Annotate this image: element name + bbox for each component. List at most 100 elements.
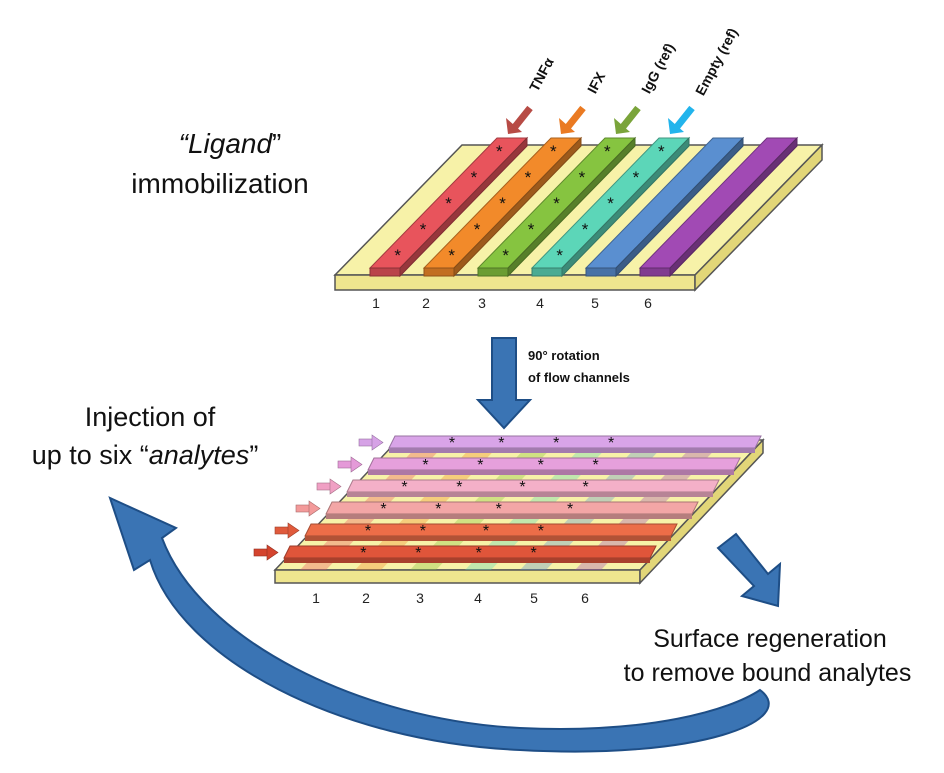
bottom-channel-front-1 <box>284 558 650 563</box>
regeneration-title-line2: to remove bound analytes <box>623 659 912 687</box>
top-marker-4-1: * <box>556 246 563 265</box>
analyte-inlet-arrow-3 <box>295 500 321 517</box>
top-marker-1-5: * <box>496 142 503 161</box>
to-regeneration-arrow <box>716 532 782 608</box>
bottom-chip-side-edge <box>639 438 764 585</box>
bottom-marker-3-1: * <box>380 501 386 518</box>
bottom-marker-4-1: * <box>401 479 407 496</box>
bottom-marker-1-1: * <box>360 545 366 562</box>
top-marker-4-4: * <box>633 168 640 187</box>
top-channel-side-4 <box>561 136 690 278</box>
bottom-marker-4-3: * <box>519 479 525 496</box>
bottom-marker-2-2: * <box>420 523 426 540</box>
rotation-down-arrow <box>475 337 533 430</box>
top-channel-front-1 <box>369 267 401 277</box>
bottom-marker-5-1: * <box>422 457 428 474</box>
bottom-channel-number-5: 5 <box>530 590 538 606</box>
bottom-channel-number-1: 1 <box>312 590 320 606</box>
top-channel-front-3 <box>477 267 509 277</box>
injection-title-line2: up to six “analytes” <box>31 440 259 470</box>
top-marker-3-3: * <box>553 194 560 213</box>
bottom-marker-4-4: * <box>583 479 589 496</box>
top-channel-number-2: 2 <box>422 295 430 311</box>
top-marker-2-4: * <box>525 168 532 187</box>
ligand-arrow-empty <box>668 105 695 134</box>
top-channel-side-1 <box>399 136 528 278</box>
regeneration-title-line1: Surface regeneration <box>653 625 887 653</box>
top-marker-4-3: * <box>607 194 614 213</box>
top-marker-2-1: * <box>448 246 455 265</box>
bottom-channel-number-4: 4 <box>474 590 482 606</box>
top-marker-3-5: * <box>604 142 611 161</box>
top-channel-front-5 <box>585 267 617 277</box>
regeneration-cycle-arrow <box>108 496 770 753</box>
top-marker-1-2: * <box>420 220 427 239</box>
bottom-channel-number-2: 2 <box>362 590 370 606</box>
top-chip: ******************** <box>333 105 824 292</box>
bottom-marker-4-2: * <box>456 479 462 496</box>
top-channel-number-4: 4 <box>536 295 544 311</box>
top-channel-side-2 <box>453 136 582 278</box>
rotation-note-line2: of flow channels <box>528 370 630 385</box>
ligand-arrows <box>506 105 695 134</box>
bottom-marker-5-4: * <box>593 457 599 474</box>
top-channel-number-6: 6 <box>644 295 652 311</box>
bottom-marker-5-3: * <box>538 457 544 474</box>
top-channel-side-3 <box>507 136 636 278</box>
top-channel-number-1: 1 <box>372 295 380 311</box>
bottom-marker-3-2: * <box>435 501 441 518</box>
top-channels <box>368 136 799 278</box>
bottom-marker-6-1: * <box>449 435 455 452</box>
analyte-inlet-arrow-4 <box>316 478 342 495</box>
bottom-marker-1-3: * <box>476 545 482 562</box>
bottom-marker-1-4: * <box>530 545 536 562</box>
top-marker-1-4: * <box>471 168 478 187</box>
top-marker-3-1: * <box>502 246 509 265</box>
bottom-marker-3-4: * <box>567 501 573 518</box>
top-marker-3-4: * <box>579 168 586 187</box>
ligand-arrow-tnf <box>506 105 533 134</box>
bottom-marker-2-1: * <box>365 523 371 540</box>
ligand-title: “Ligand” <box>178 128 282 159</box>
bottom-marker-2-4: * <box>538 523 544 540</box>
analyte-inlet-arrow-2 <box>274 522 300 539</box>
analyte-inlet-arrow-1 <box>253 544 279 561</box>
top-marker-4-5: * <box>658 142 665 161</box>
analyte-inlet-arrow-5 <box>337 456 363 473</box>
top-marker-1-3: * <box>445 194 452 213</box>
bottom-marker-2-3: * <box>483 523 489 540</box>
bottom-marker-6-4: * <box>608 435 614 452</box>
immobilization-title: immobilization <box>131 168 309 199</box>
bottom-marker-6-2: * <box>498 435 504 452</box>
top-channel-front-4 <box>531 267 563 277</box>
bottom-channel-front-6 <box>389 448 755 453</box>
bottom-chip: ************************ <box>253 434 765 585</box>
ligand-arrow-igg <box>614 105 641 134</box>
top-channel-front-2 <box>423 267 455 277</box>
bottom-channel-markers: ************************ <box>360 435 614 562</box>
top-channel-markers: ******************** <box>394 142 665 265</box>
top-marker-2-5: * <box>550 142 557 161</box>
top-marker-1-1: * <box>394 246 401 265</box>
top-chip-front-edge <box>334 274 696 291</box>
top-chip-side-edge <box>694 143 823 292</box>
top-marker-3-2: * <box>528 220 535 239</box>
top-channel-number-3: 3 <box>478 295 486 311</box>
bottom-channel-front-2 <box>305 536 671 541</box>
bottom-channel-front-3 <box>326 514 692 519</box>
bottom-chip-front-edge <box>274 569 641 584</box>
rotation-note-line1: 90° rotation <box>528 348 600 363</box>
bottom-marker-5-2: * <box>477 457 483 474</box>
top-channel-number-5: 5 <box>591 295 599 311</box>
top-channel-side-5 <box>615 136 744 278</box>
analyte-inlet-arrow-6 <box>358 434 384 451</box>
injection-title-line1: Injection of <box>84 402 216 432</box>
bottom-marker-1-2: * <box>415 545 421 562</box>
analyte-inlet-arrows <box>253 434 384 561</box>
top-channel-front-6 <box>639 267 671 277</box>
bottom-channels <box>283 435 762 563</box>
top-marker-2-3: * <box>499 194 506 213</box>
top-marker-4-2: * <box>582 220 589 239</box>
